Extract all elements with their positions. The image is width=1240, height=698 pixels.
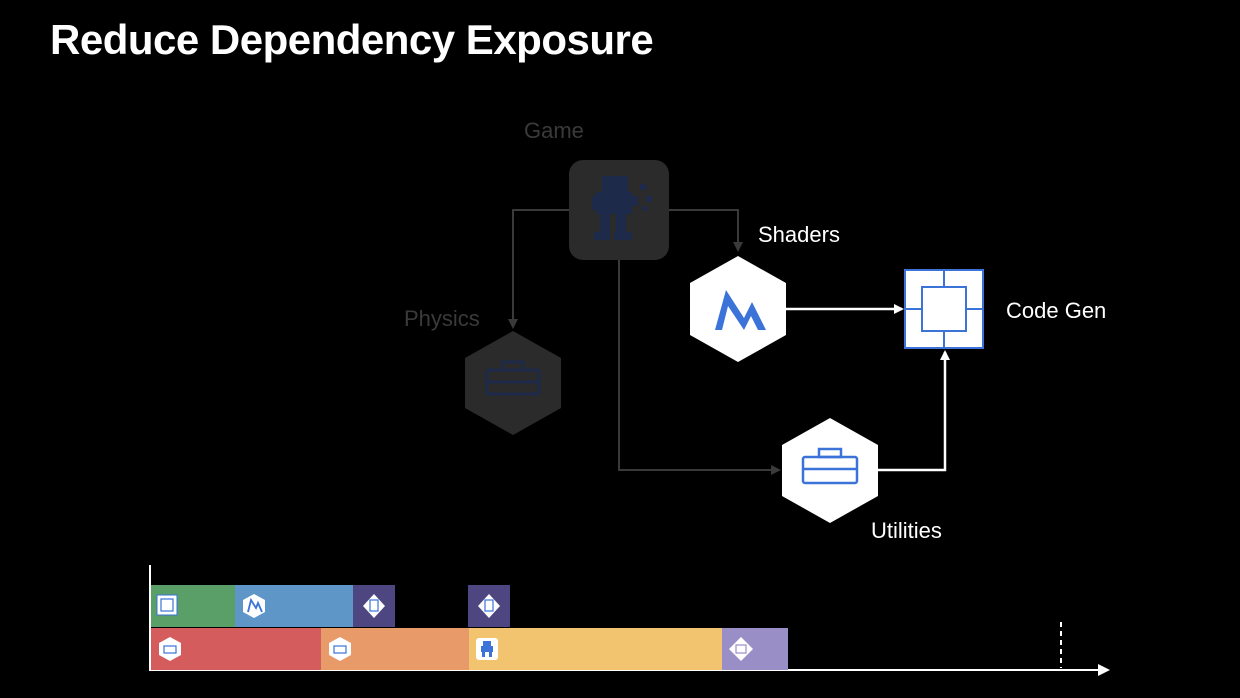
edge-utilities-codegen <box>878 352 945 470</box>
physics-node <box>465 331 561 435</box>
bar-game <box>469 628 722 670</box>
shaders-label: Shaders <box>758 222 840 248</box>
game-node <box>569 160 669 260</box>
utilities-node <box>782 418 878 523</box>
game-label: Game <box>524 118 584 144</box>
pixel-robot-icon <box>476 638 498 660</box>
physics-label: Physics <box>404 306 480 332</box>
build-timeline <box>150 565 1108 671</box>
edge-game-physics <box>513 210 570 327</box>
grid-square-icon <box>157 595 177 615</box>
edge-game-shaders <box>668 210 738 250</box>
shaders-node <box>690 256 786 362</box>
utilities-label: Utilities <box>871 518 942 544</box>
code-gen-label: Code Gen <box>1006 298 1106 324</box>
codegen-node <box>905 270 983 348</box>
